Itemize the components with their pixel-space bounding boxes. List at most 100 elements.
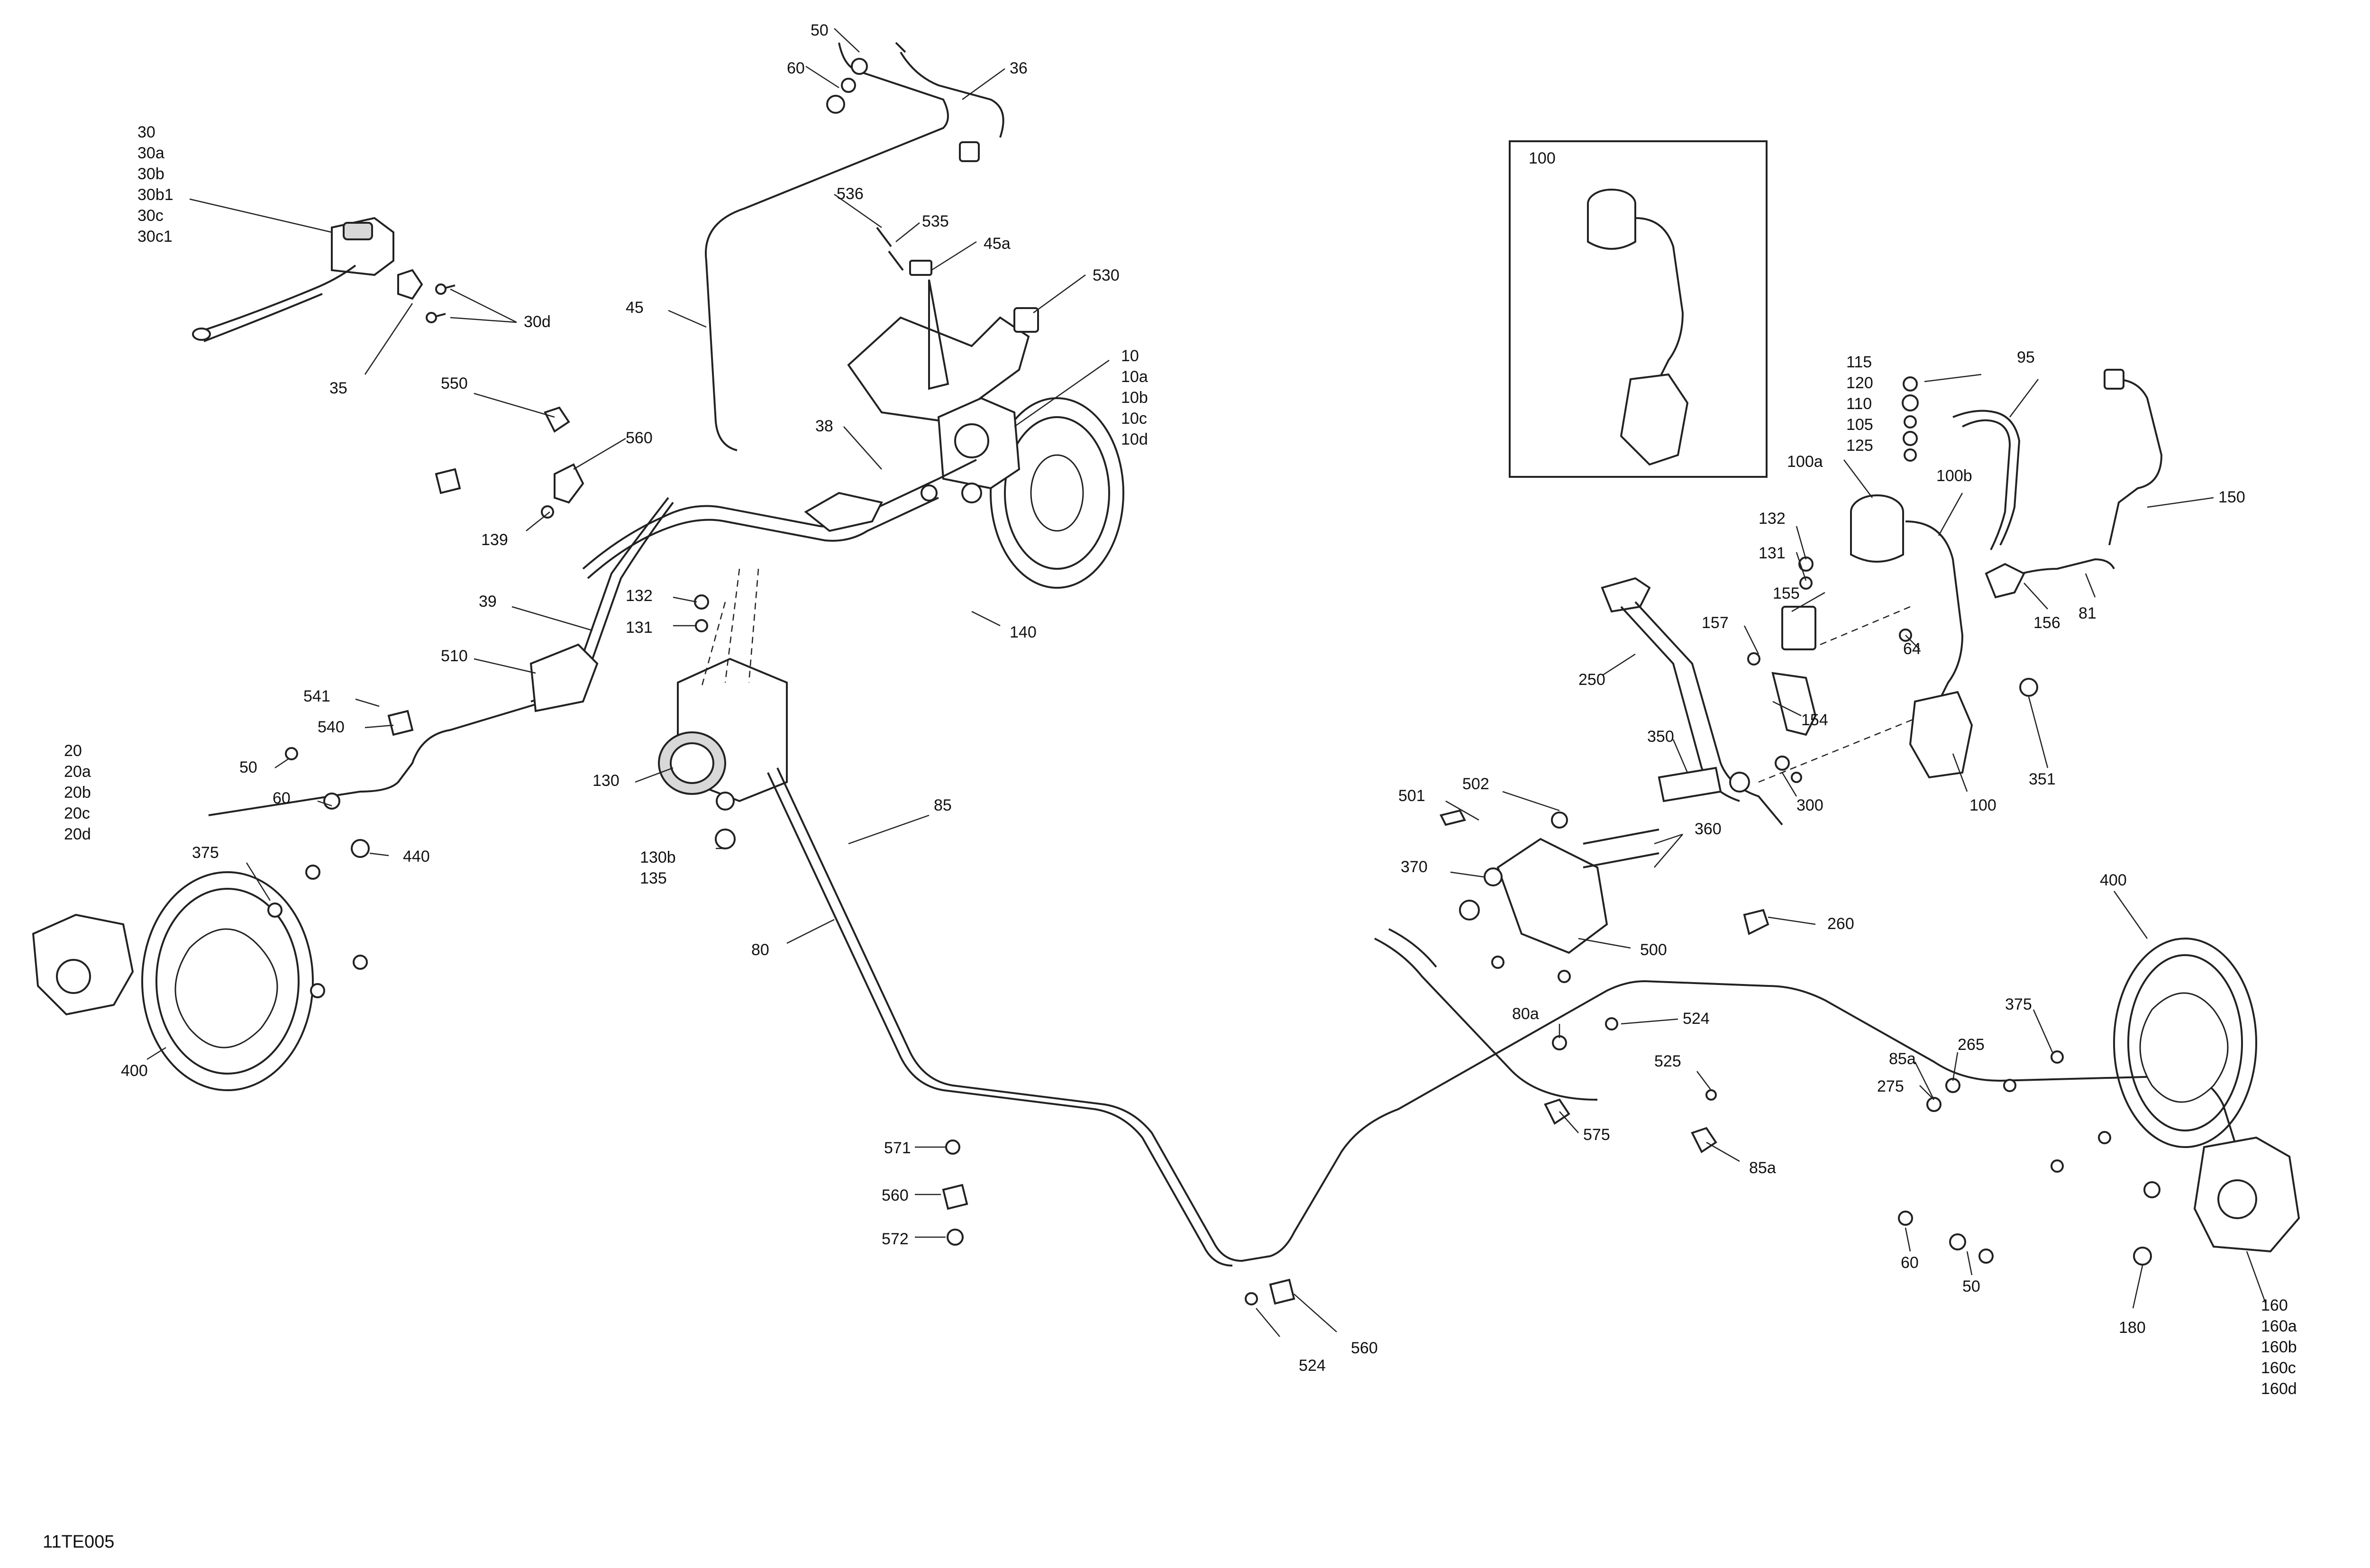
callout-95: 95 — [2017, 348, 2035, 366]
callout-30d: 30d — [524, 313, 551, 331]
callout-150: 150 — [2218, 488, 2245, 506]
callout-131-left: 131 — [626, 619, 653, 637]
rear-caliper-disc — [2051, 938, 2300, 1266]
callout-60-right: 60 — [1901, 1254, 1919, 1272]
part-number-label: 105 — [1846, 416, 1873, 434]
part-number-label: 375 — [192, 844, 219, 862]
callout-50-right: 50 — [1962, 1277, 1980, 1295]
callout-540: 540 — [318, 718, 345, 736]
callout-85a-1: 85a — [1749, 1159, 1776, 1177]
part-number-label: 20b — [64, 784, 91, 802]
callout-501: 501 — [1398, 787, 1425, 805]
callout-45: 45 — [626, 299, 644, 317]
part-number-label: 530 — [1093, 266, 1120, 284]
part-number-label: 20d — [64, 825, 91, 843]
part-number-label: 20 — [64, 742, 82, 760]
callout-351: 351 — [2029, 770, 2056, 788]
callout-35: 35 — [329, 379, 347, 397]
callout-100b: 100b — [1936, 467, 1972, 485]
part-number-label: 160 — [2261, 1296, 2288, 1314]
part-number-label: 100a — [1787, 453, 1823, 471]
part-number-label: 300 — [1796, 796, 1823, 814]
part-number-label: 30b1 — [137, 186, 173, 204]
callout-536: 536 — [837, 185, 864, 203]
part-number-label: 160d — [2261, 1380, 2297, 1398]
part-number-label: 155 — [1773, 584, 1800, 602]
part-number-label: 50 — [1962, 1277, 1980, 1295]
callout-360: 360 — [1695, 820, 1722, 838]
callout-180: 180 — [2119, 1319, 2146, 1337]
callout-524-right: 524 — [1683, 1010, 1710, 1028]
part-number-label: 524 — [1299, 1357, 1326, 1375]
part-number-label: 95 — [2017, 348, 2035, 366]
rear-line-clips — [1544, 1017, 2016, 1264]
part-number-label: 160b — [2261, 1338, 2297, 1356]
callout-370: 370 — [1401, 858, 1428, 876]
front-brake-lines — [208, 459, 977, 816]
callout-500: 500 — [1640, 941, 1667, 959]
part-number-label: 30d — [524, 313, 551, 331]
part-number-label: 440 — [403, 848, 430, 866]
callout-572: 572 — [882, 1230, 909, 1248]
part-number-label: 400 — [2100, 871, 2127, 889]
front-brake-hose — [705, 42, 1004, 451]
callout-265: 265 — [1958, 1036, 1985, 1054]
callout-50-top: 50 — [811, 21, 829, 39]
part-number-label: 35 — [329, 379, 347, 397]
callout-50-left: 50 — [239, 758, 257, 776]
callout-85: 85 — [934, 796, 952, 814]
part-number-label: 154 — [1801, 711, 1828, 729]
callout-524-bottom: 524 — [1299, 1357, 1326, 1375]
part-number-label: 275 — [1877, 1077, 1904, 1095]
abs-module — [658, 568, 788, 849]
callout-100: 100 — [1969, 796, 1996, 814]
master-cylinder-bracket — [1440, 809, 1769, 983]
part-number-label: 575 — [1583, 1126, 1610, 1144]
callout-81: 81 — [2078, 604, 2097, 622]
callout-140: 140 — [1010, 623, 1037, 641]
part-number-label: 130 — [592, 772, 620, 790]
inset-frame — [1509, 140, 1768, 478]
part-number-label: 30 — [137, 123, 155, 141]
part-number-label: 360 — [1695, 820, 1722, 838]
part-number-label: 115 — [1846, 353, 1872, 371]
part-number-label: 351 — [2029, 770, 2056, 788]
part-number-label: 45a — [984, 235, 1011, 253]
part-number-label: 110 — [1846, 395, 1872, 413]
part-number-label: 350 — [1647, 728, 1674, 746]
part-number-label: 572 — [882, 1230, 909, 1248]
callout-560-top: 560 — [626, 429, 653, 447]
part-number-label: 39 — [479, 593, 497, 611]
part-number-label: 375 — [2005, 995, 2032, 1013]
part-number-label: 20c — [64, 804, 90, 822]
front-master-cylinder — [192, 217, 456, 342]
part-number-label: 60 — [1901, 1254, 1919, 1272]
part-number-label: 502 — [1462, 775, 1489, 793]
callout-155: 155 — [1773, 584, 1800, 602]
part-number-label: 100 — [1969, 796, 1996, 814]
part-number-label: 50 — [239, 758, 257, 776]
part-number-label: 10 — [1121, 347, 1139, 365]
part-number-label: 535 — [922, 212, 949, 230]
callout-154: 154 — [1801, 711, 1828, 729]
callout-530: 530 — [1093, 266, 1120, 284]
callout-550: 550 — [441, 374, 468, 392]
callout-560-bottom: 560 — [1351, 1339, 1378, 1357]
part-number-label: 160a — [2261, 1317, 2297, 1335]
part-number-label: 30c — [137, 207, 164, 225]
part-number-label: 160c — [2261, 1359, 2296, 1377]
part-number-label: 550 — [441, 374, 468, 392]
callout-541: 541 — [303, 687, 330, 705]
part-number-label: 100 — [1529, 149, 1556, 167]
part-number-label: 60 — [273, 789, 291, 807]
part-number-label: 139 — [481, 531, 508, 549]
brake-light-switch-wiring — [1985, 369, 2163, 599]
callout-400-left: 400 — [121, 1062, 148, 1080]
inset-rear-master-cylinder — [1587, 189, 1689, 466]
part-number-label: 560 — [626, 429, 653, 447]
part-number-label: 156 — [2033, 614, 2060, 632]
callout-64: 64 — [1903, 640, 1921, 658]
callout-375-left: 375 — [192, 844, 219, 862]
